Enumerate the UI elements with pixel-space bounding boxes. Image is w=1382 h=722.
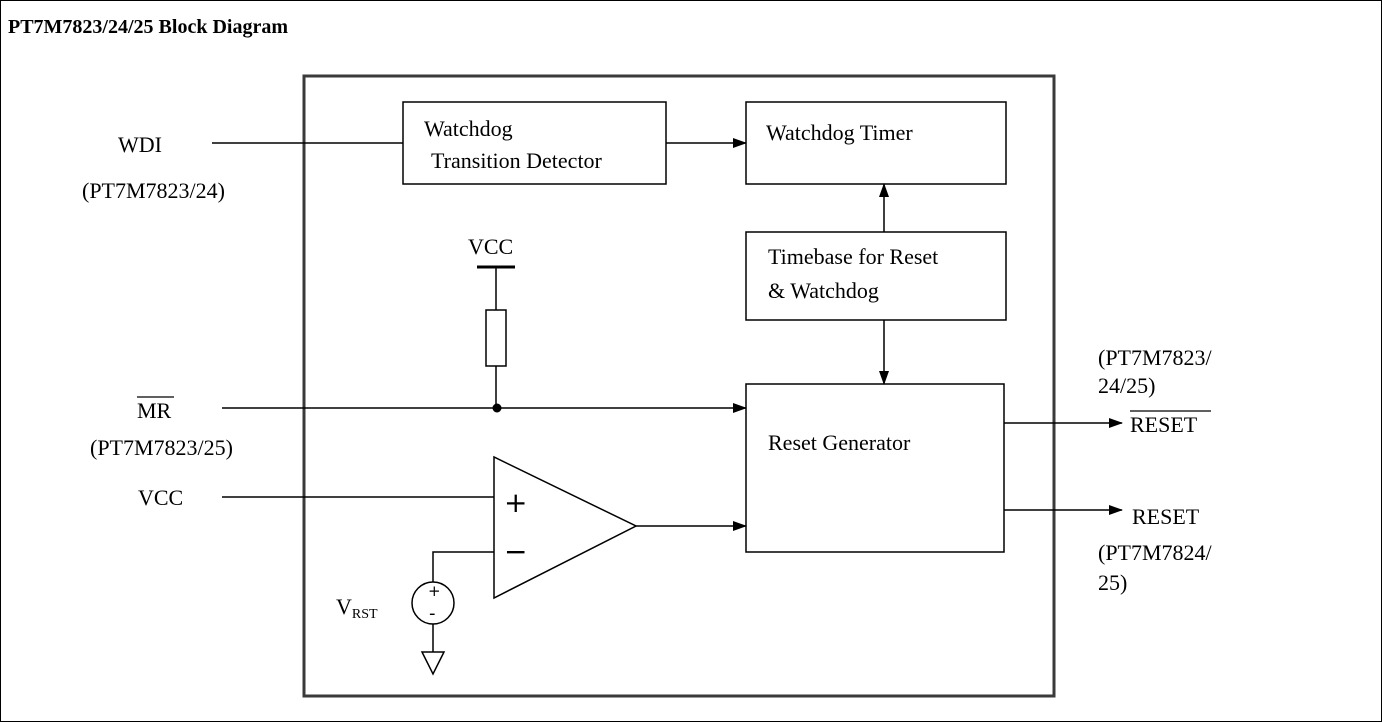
- transition-detector-label-2: Transition Detector: [431, 148, 603, 173]
- mr-note: (PT7M7823/25): [90, 435, 233, 460]
- wdi-label: WDI: [118, 132, 162, 157]
- diagram-title: PT7M7823/24/25 Block Diagram: [8, 16, 288, 38]
- comparator-plus: +: [504, 486, 527, 519]
- ground-symbol: [420, 651, 446, 676]
- vrst-label: VRST: [336, 594, 378, 622]
- transition-detector-block: Watchdog Transition Detector: [402, 101, 667, 185]
- timebase-label-2: & Watchdog: [768, 278, 879, 303]
- vrst-label-main: V: [336, 594, 352, 619]
- pullup-resistor: [485, 309, 507, 367]
- watchdog-timer-block: Watchdog Timer: [745, 101, 1007, 185]
- comparator: [493, 455, 638, 600]
- watchdog-timer-label: Watchdog Timer: [766, 120, 913, 145]
- transition-detector-label-1: Watchdog: [424, 116, 513, 141]
- reset-bar-label: RESET: [1130, 412, 1198, 437]
- vcc-label: VCC: [138, 485, 183, 510]
- pullup-vcc-label: VCC: [468, 234, 513, 259]
- vrst-source-plus: +: [428, 582, 441, 600]
- timebase-label-1: Timebase for Reset: [768, 244, 938, 269]
- timebase-block: Timebase for Reset & Watchdog: [745, 231, 1007, 321]
- reset-generator-label: Reset Generator: [768, 430, 911, 455]
- reset-bar-note-2: 24/25): [1098, 373, 1155, 398]
- reset-label: RESET: [1132, 504, 1200, 529]
- vrst-wire: [432, 551, 494, 582]
- reset-bar-note-1: (PT7M7823/: [1098, 345, 1213, 370]
- chip-boundary: [302, 74, 1056, 698]
- vrst-label-sub: RST: [352, 607, 378, 622]
- mr-label: MR: [137, 398, 172, 423]
- wdi-note: (PT7M7823/24): [82, 178, 225, 203]
- reset-generator-block: Reset Generator: [745, 383, 1005, 553]
- comparator-minus: −: [504, 535, 527, 568]
- reset-note-2: 25): [1098, 570, 1127, 595]
- vrst-source-minus: -: [429, 603, 436, 624]
- reset-note-1: (PT7M7824/: [1098, 540, 1213, 565]
